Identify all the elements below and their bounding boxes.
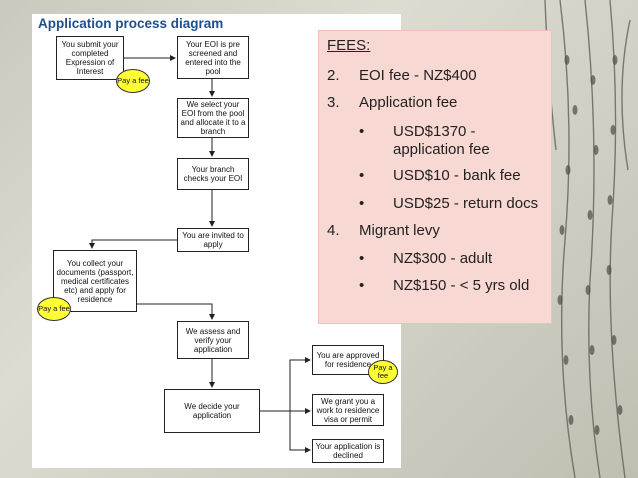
outcome-declined: Your application is declined — [312, 439, 384, 463]
fees-title: FEES: — [327, 37, 371, 54]
step-assess: We assess and verify your application — [177, 321, 249, 359]
fee-subitem-text: NZ$300 - adult — [393, 250, 493, 267]
fee-subitem-text: USD$10 - bank fee — [393, 167, 521, 184]
step-invited: You are invited to apply — [177, 228, 249, 252]
step-decide: We decide your application — [164, 389, 260, 433]
step-submit-eoi: You submit your completed Expression of … — [56, 36, 124, 80]
bullet: • — [359, 277, 365, 294]
bullet: • — [359, 195, 365, 212]
fee-subitem-text: NZ$150 - < 5 yrs old — [393, 277, 530, 294]
bullet: • — [359, 250, 365, 267]
fee-item-text: Migrant levy — [359, 222, 440, 239]
diagram-title: Application process diagram — [38, 16, 224, 31]
fee-number: 3. — [327, 94, 340, 111]
outcome-work-visa: We grant you a work to residence visa or… — [312, 394, 384, 426]
step-select-eoi: We select your EOI from the pool and all… — [177, 98, 249, 138]
fee-number: 4. — [327, 222, 340, 239]
fee-item: 2. — [327, 67, 340, 85]
fees-panel: FEES: 2. EOI fee - NZ$400 3. Application… — [318, 30, 552, 324]
fee-subitem-text: application fee — [393, 141, 490, 158]
pay-fee-badge: Pay a fee — [116, 69, 150, 93]
bullet: • — [359, 123, 365, 140]
fee-item-text: EOI fee - NZ$400 — [359, 67, 477, 84]
pay-fee-badge: Pay a fee — [37, 297, 71, 321]
bullet: • — [359, 167, 365, 184]
step-eoi-screened: Your EOI is pre screened and entered int… — [177, 36, 249, 79]
fee-number: 2. — [327, 67, 340, 84]
fee-item-text: Application fee — [359, 94, 458, 111]
fee-subitem-text: USD$1370 - — [393, 123, 476, 140]
fee-subitem-text: USD$25 - return docs — [393, 195, 539, 212]
pay-fee-badge: Pay a fee — [368, 360, 398, 384]
step-branch-checks: Your branch checks your EOI — [177, 158, 249, 190]
